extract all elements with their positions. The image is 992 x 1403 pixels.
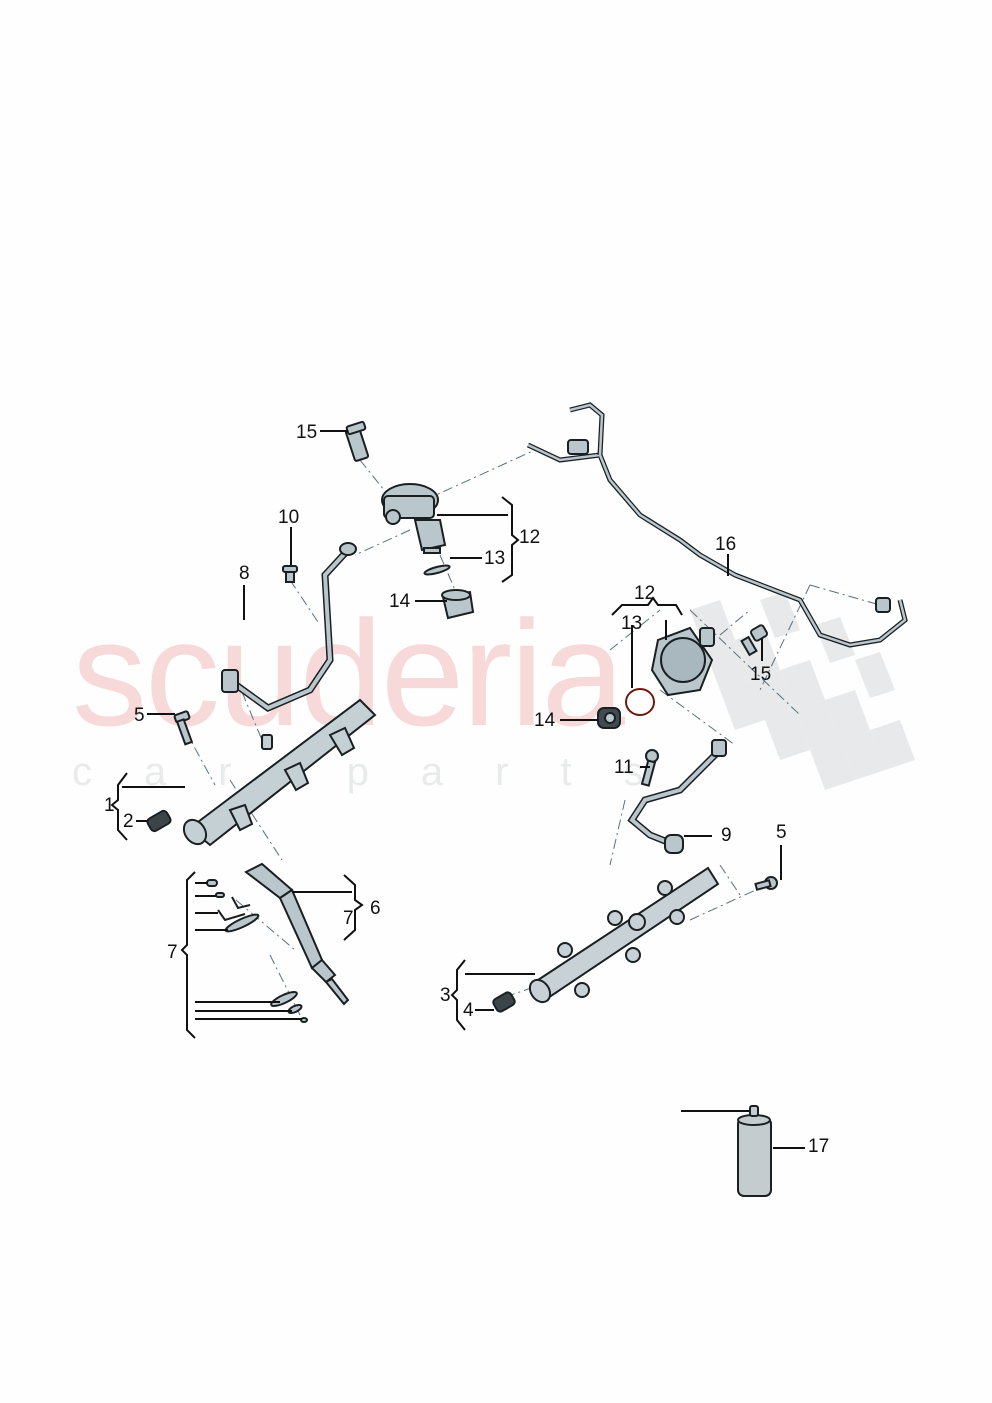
roller-tappet-14-right	[597, 707, 621, 729]
callout-15[interactable]: 15	[750, 664, 772, 685]
bolt-5-left	[173, 710, 194, 746]
callout-12[interactable]: 12	[634, 583, 656, 604]
callout-8[interactable]: 8	[239, 563, 250, 584]
bolt-11	[640, 749, 659, 787]
callout-12[interactable]: 12	[519, 527, 541, 548]
fuel-line-16	[526, 402, 908, 648]
seal-kit-7	[206, 879, 308, 1023]
high-pressure-pump-lower	[650, 626, 715, 697]
pressure-sensor-2	[146, 809, 172, 833]
callout-5[interactable]: 5	[776, 822, 787, 843]
callout-17[interactable]: 17	[808, 1136, 830, 1157]
braces	[110, 496, 683, 1039]
callout-13[interactable]: 13	[484, 548, 506, 569]
callout-9[interactable]: 9	[721, 825, 732, 846]
callout-7[interactable]: 7	[343, 908, 354, 929]
leader-lines	[122, 430, 805, 1149]
spray-can-17	[737, 1105, 772, 1197]
callout-11[interactable]: 11	[614, 757, 634, 778]
callout-5[interactable]: 5	[134, 705, 145, 726]
checkered-flag-watermark	[690, 592, 915, 790]
fuel-line-9	[627, 739, 727, 854]
fuel-line-8	[221, 542, 357, 712]
callout-16[interactable]: 16	[715, 534, 737, 555]
injector-6	[244, 862, 350, 1006]
callout-15[interactable]: 15	[296, 422, 318, 443]
callout-6[interactable]: 6	[370, 898, 381, 919]
high-pressure-pump-upper	[344, 420, 475, 620]
callout-3[interactable]: 3	[440, 985, 451, 1006]
callout-7[interactable]: 7	[167, 942, 178, 963]
fuel-rail-right	[528, 866, 720, 1004]
fuel-rail-left	[182, 698, 377, 847]
bolt-10	[282, 565, 298, 583]
callout-2[interactable]: 2	[123, 811, 134, 832]
bolt-5-right	[754, 876, 778, 891]
callout-13[interactable]: 13	[621, 613, 643, 634]
o-ring-13	[625, 688, 655, 716]
callout-4[interactable]: 4	[463, 1000, 474, 1021]
pressure-sensor-4	[492, 991, 516, 1013]
callout-14[interactable]: 14	[389, 591, 411, 612]
callout-10[interactable]: 10	[278, 507, 300, 528]
callout-1[interactable]: 1	[104, 795, 115, 816]
callout-14[interactable]: 14	[534, 710, 556, 731]
